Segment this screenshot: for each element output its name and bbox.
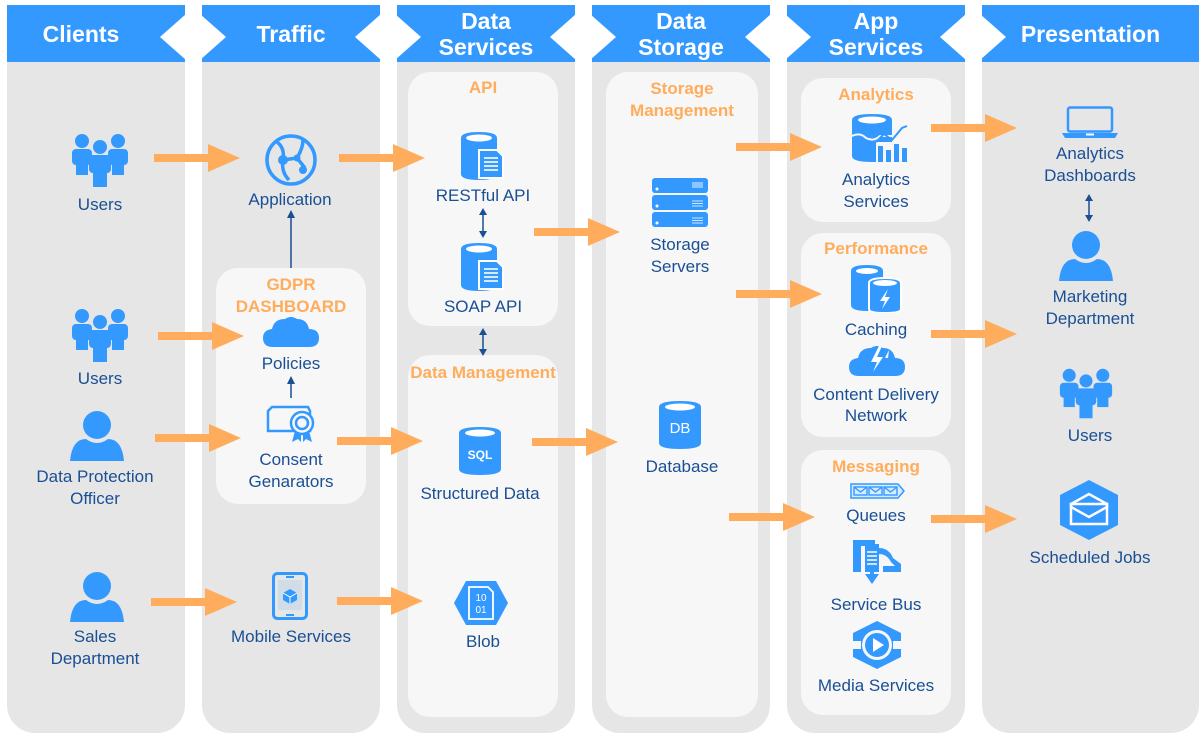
person-icon bbox=[1059, 231, 1113, 281]
db-text: DB bbox=[670, 420, 691, 437]
panel-title-performance: Performance bbox=[824, 239, 928, 258]
header-label: Presentation bbox=[1020, 20, 1161, 47]
certificate-icon bbox=[266, 405, 315, 442]
label-policies: Policies bbox=[261, 354, 321, 373]
header-label: Data Services bbox=[438, 7, 534, 60]
label-text: Storage Servers bbox=[650, 235, 710, 276]
sql-database-icon: SQL bbox=[459, 427, 501, 475]
blob-binary-bottom: 01 bbox=[475, 605, 487, 616]
cache-database-lightning-icon bbox=[851, 265, 902, 313]
label-users-2: Users bbox=[77, 369, 123, 388]
label-text: Sales Department bbox=[50, 627, 140, 668]
header-label: App Services bbox=[828, 7, 924, 60]
database-document-icon bbox=[461, 243, 504, 291]
bidirectional-arrow-icon bbox=[479, 208, 487, 238]
header-presentation: Presentation bbox=[982, 5, 1199, 62]
header-traffic: Traffic bbox=[202, 5, 380, 62]
panel-storage-management bbox=[606, 72, 758, 717]
label-text: Mobile Services bbox=[231, 627, 351, 646]
label-scheduled-jobs: Scheduled Jobs bbox=[1029, 548, 1151, 567]
label-caching: Caching bbox=[844, 320, 908, 339]
queue-envelopes-icon bbox=[850, 483, 905, 499]
label-mobile-services: Mobile Services bbox=[216, 626, 366, 648]
label-storage-servers: Storage Servers bbox=[620, 234, 740, 278]
up-arrow-icon bbox=[287, 376, 295, 398]
blob-binary-top: 10 bbox=[475, 593, 487, 604]
bidirectional-arrow-icon bbox=[1085, 194, 1093, 222]
cloud-icon bbox=[263, 317, 319, 347]
panel-title-analytics: Analytics bbox=[838, 85, 914, 104]
laptop-icon bbox=[1062, 106, 1118, 138]
label-text: Analytics Dashboards bbox=[1044, 144, 1136, 185]
label-analytics-dashboards: Analytics Dashboards bbox=[1030, 143, 1150, 187]
web-app-globe-icon bbox=[265, 134, 317, 186]
label-text: Structured Data bbox=[420, 484, 540, 503]
cdn-cloud-lightning-icon bbox=[849, 346, 905, 376]
label-text: Consent Genarators bbox=[248, 450, 334, 491]
label-marketing-department: Marketing Department bbox=[1025, 286, 1155, 330]
label-text: Data Protection Officer bbox=[36, 467, 154, 508]
service-bus-icon bbox=[853, 540, 901, 584]
label-soap-api: SOAP API bbox=[443, 297, 523, 316]
storage-servers-icon bbox=[652, 178, 708, 227]
label-database: Database bbox=[645, 457, 719, 476]
mobile-device-icon bbox=[272, 572, 308, 620]
header-app-services: App Services bbox=[787, 5, 965, 62]
label-media-services: Media Services bbox=[817, 676, 935, 695]
person-icon bbox=[70, 572, 124, 622]
header-data-storage: Data Storage bbox=[592, 5, 770, 62]
label-structured-data: Structured Data bbox=[420, 483, 540, 505]
users-group-icon bbox=[72, 309, 128, 362]
panel-title-storage-management: Storage Management bbox=[630, 79, 734, 120]
users-group-icon bbox=[1059, 368, 1113, 419]
label-content-delivery-network: Content Delivery Network bbox=[796, 384, 956, 426]
label-text: Content Delivery Network bbox=[813, 385, 939, 425]
panel-title-gdpr: GDPR DASHBOARD bbox=[235, 275, 347, 316]
label-service-bus: Service Bus bbox=[830, 595, 922, 614]
label-data-protection-officer: Data Protection Officer bbox=[35, 466, 155, 510]
header-data-services: Data Services bbox=[397, 5, 575, 62]
panel-title-api: API bbox=[468, 78, 498, 97]
blob-hexagon-icon: 10 01 bbox=[454, 581, 508, 625]
header-clients: Clients bbox=[7, 5, 185, 62]
bidirectional-arrow-icon bbox=[479, 328, 487, 356]
label-queues: Queues bbox=[846, 506, 906, 525]
panel-data-management bbox=[408, 355, 558, 717]
label-users-1: Users bbox=[77, 195, 123, 214]
analytics-database-chart-icon bbox=[852, 114, 908, 162]
panel-title-data-management: Data Management bbox=[410, 363, 556, 382]
label-application: Application bbox=[248, 190, 332, 209]
label-users-presentation: Users bbox=[1067, 426, 1113, 445]
label-consent-generators: Consent Genarators bbox=[216, 449, 366, 493]
label-analytics-services: Analytics Services bbox=[816, 169, 936, 213]
label-text: Analytics Services bbox=[841, 170, 911, 211]
label-blob: Blob bbox=[465, 632, 501, 651]
person-icon bbox=[70, 411, 124, 461]
database-document-icon bbox=[461, 132, 504, 180]
up-arrow-icon bbox=[287, 210, 295, 268]
media-services-play-icon bbox=[851, 621, 903, 669]
scheduled-jobs-envelope-icon bbox=[1060, 480, 1118, 540]
label-text: Marketing Department bbox=[1045, 287, 1135, 328]
label-sales-department: Sales Department bbox=[35, 626, 155, 670]
panel-title-messaging: Messaging bbox=[832, 457, 920, 476]
label-restful-api: RESTful API bbox=[435, 186, 531, 205]
header-label: Traffic bbox=[256, 20, 326, 47]
database-icon: DB bbox=[659, 401, 701, 449]
users-group-icon bbox=[72, 134, 128, 187]
header-label: Data Storage bbox=[638, 7, 724, 60]
sql-text: SQL bbox=[468, 448, 493, 462]
header-label: Clients bbox=[42, 20, 120, 47]
